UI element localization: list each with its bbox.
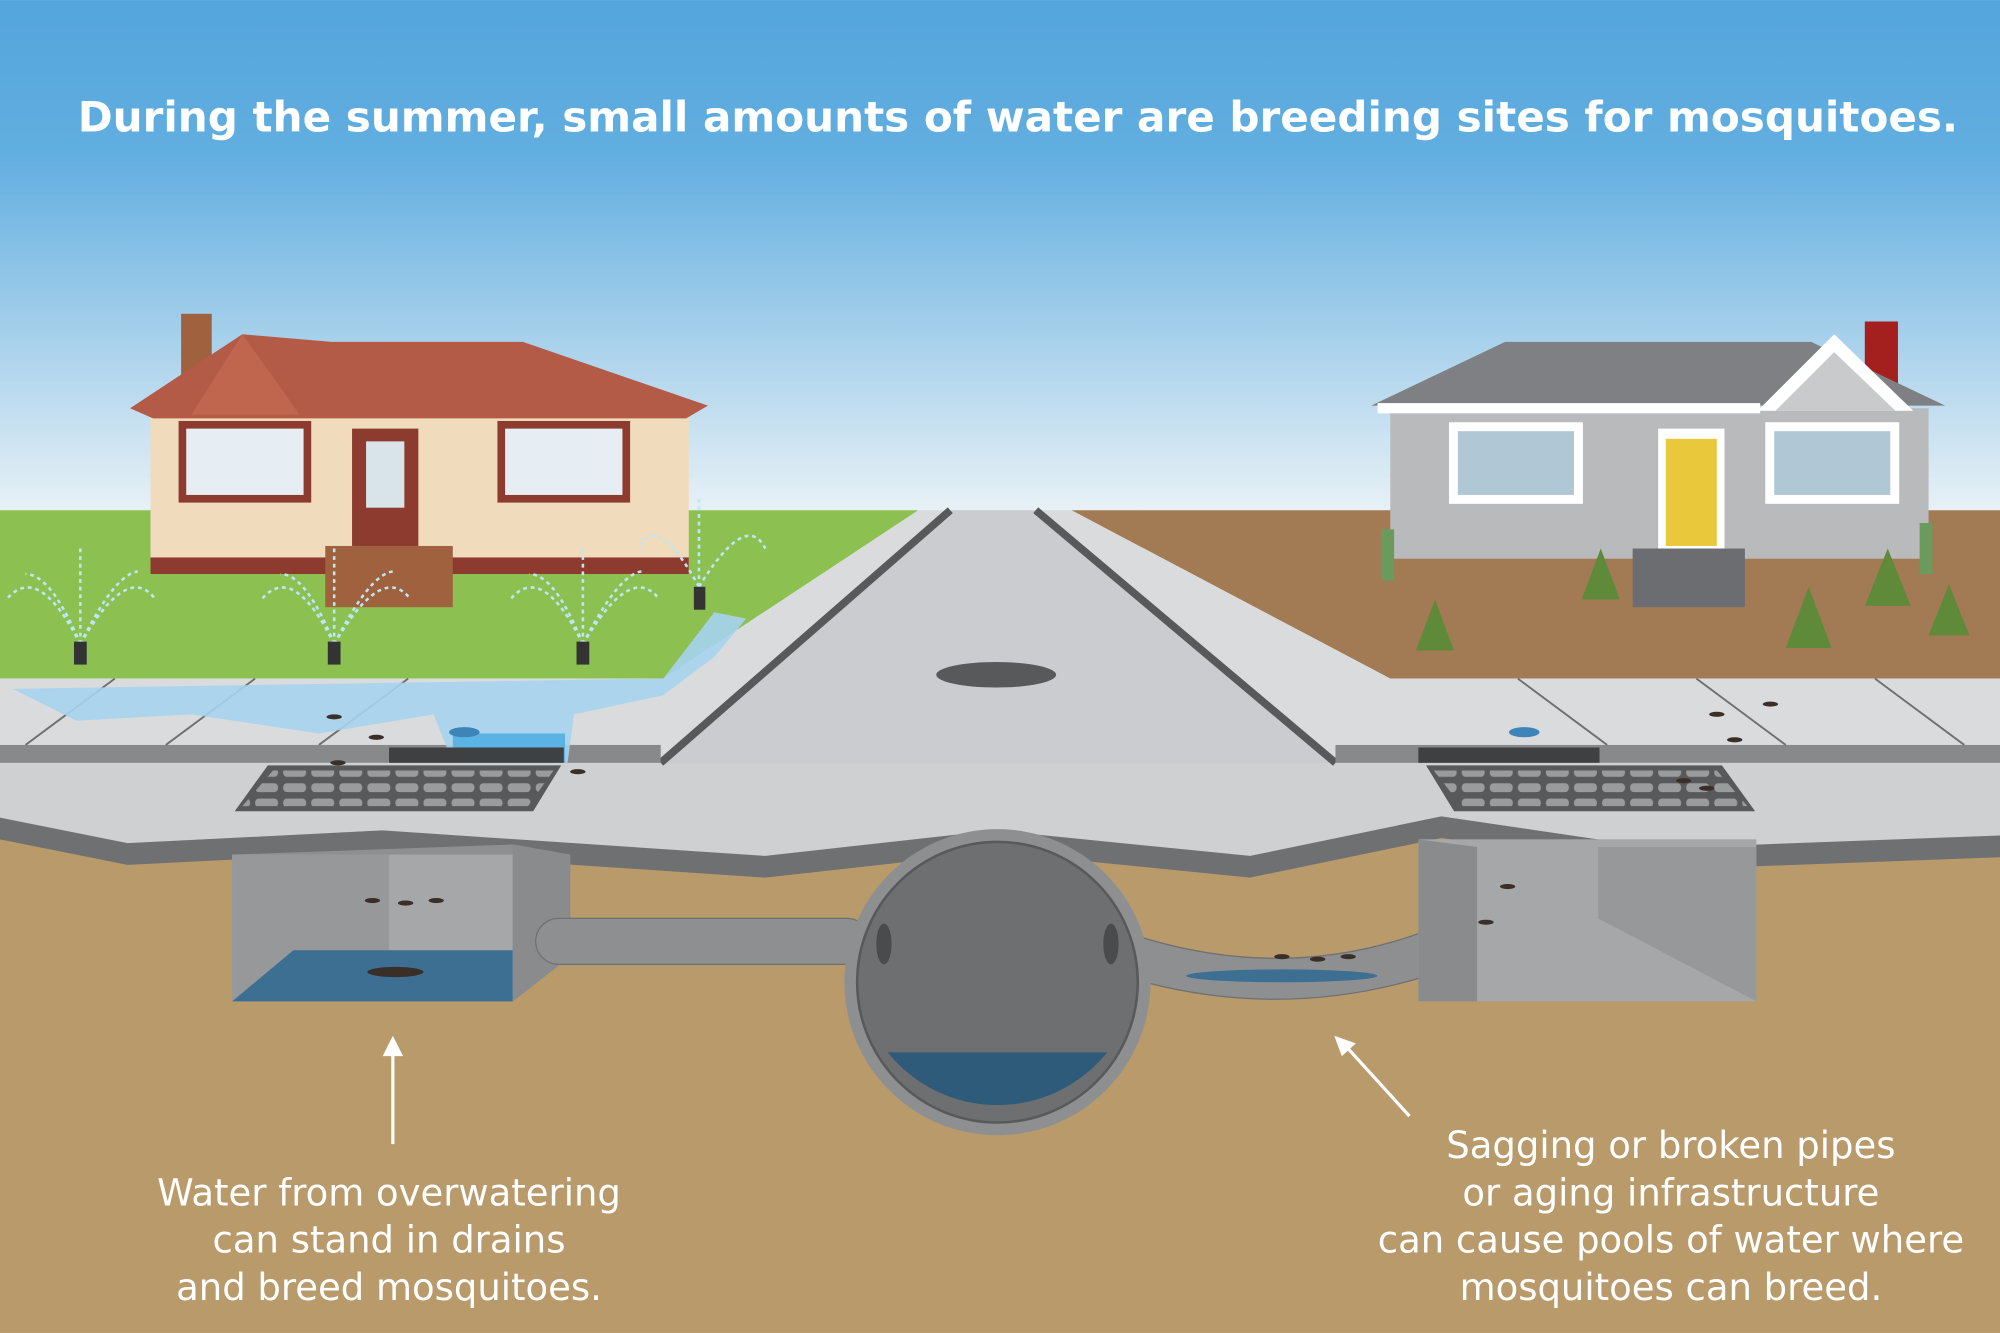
caption-left-line: Water from overwatering — [157, 1171, 621, 1214]
caption-left: Water from overwatering can stand in dra… — [157, 1171, 621, 1308]
manhole-cover — [936, 662, 1057, 688]
sprinkler-icon — [5, 548, 157, 665]
sprinkler-icon — [509, 548, 661, 665]
pipe-pool-right — [1186, 969, 1378, 983]
desert-plants — [1381, 523, 1970, 651]
curb-left — [658, 507, 953, 766]
plant-icon — [1785, 586, 1832, 649]
title: During the summer, small amounts of wate… — [78, 92, 1958, 141]
water-valve-left — [448, 727, 480, 738]
caption-right-line: can cause pools of water where — [1378, 1219, 1964, 1262]
grate-slots-right — [1433, 770, 1748, 807]
overwatering-puddle — [12, 612, 747, 763]
drain-box-right — [1418, 839, 1757, 1002]
mosquito-swarm — [326, 701, 1779, 978]
caption-right: Sagging or broken pipes or aging infrast… — [1378, 1124, 1964, 1309]
caption-left-line: and breed mosquitoes. — [176, 1266, 602, 1309]
curb-inlet-right — [1418, 747, 1600, 763]
mosquito-icon — [364, 898, 444, 978]
road — [663, 510, 1333, 763]
sidewalk-right — [1035, 510, 2000, 763]
grate-slots-left — [242, 770, 554, 807]
sprinkler-icon — [260, 548, 412, 665]
arrow-left — [382, 1035, 404, 1145]
plant-icon — [1928, 584, 1970, 636]
plant-icon — [1864, 548, 1911, 606]
mosquito-icon — [1274, 883, 1516, 962]
mosquito-icon — [1676, 701, 1779, 791]
drain-box-left — [232, 844, 571, 1002]
sewer-water — [887, 1052, 1108, 1106]
plant-icon — [1581, 548, 1620, 600]
caption-left-line: can stand in drains — [213, 1219, 566, 1262]
house-right — [1371, 321, 1946, 608]
caption-right-line: or aging infrastructure — [1462, 1171, 1879, 1214]
arrow-right — [1334, 1035, 1411, 1118]
cactus-icon — [1919, 523, 1933, 575]
cactus-icon — [1381, 529, 1395, 581]
house-left — [130, 313, 708, 608]
main-sewer-pipe — [844, 829, 1151, 1136]
sprinklers — [5, 497, 767, 665]
caption-right-line: Sagging or broken pipes — [1446, 1124, 1895, 1167]
pipe-left — [535, 917, 871, 965]
curb-right — [1033, 507, 1338, 766]
plant-icon — [1415, 599, 1455, 651]
mosquito-icon — [326, 714, 586, 775]
sprinkler-icon — [636, 497, 767, 610]
curb-inlet-left — [389, 747, 564, 763]
water-valve-right — [1508, 727, 1540, 738]
standing-water-left — [232, 950, 513, 1002]
caption-right-line: mosquitoes can breed. — [1460, 1266, 1883, 1309]
